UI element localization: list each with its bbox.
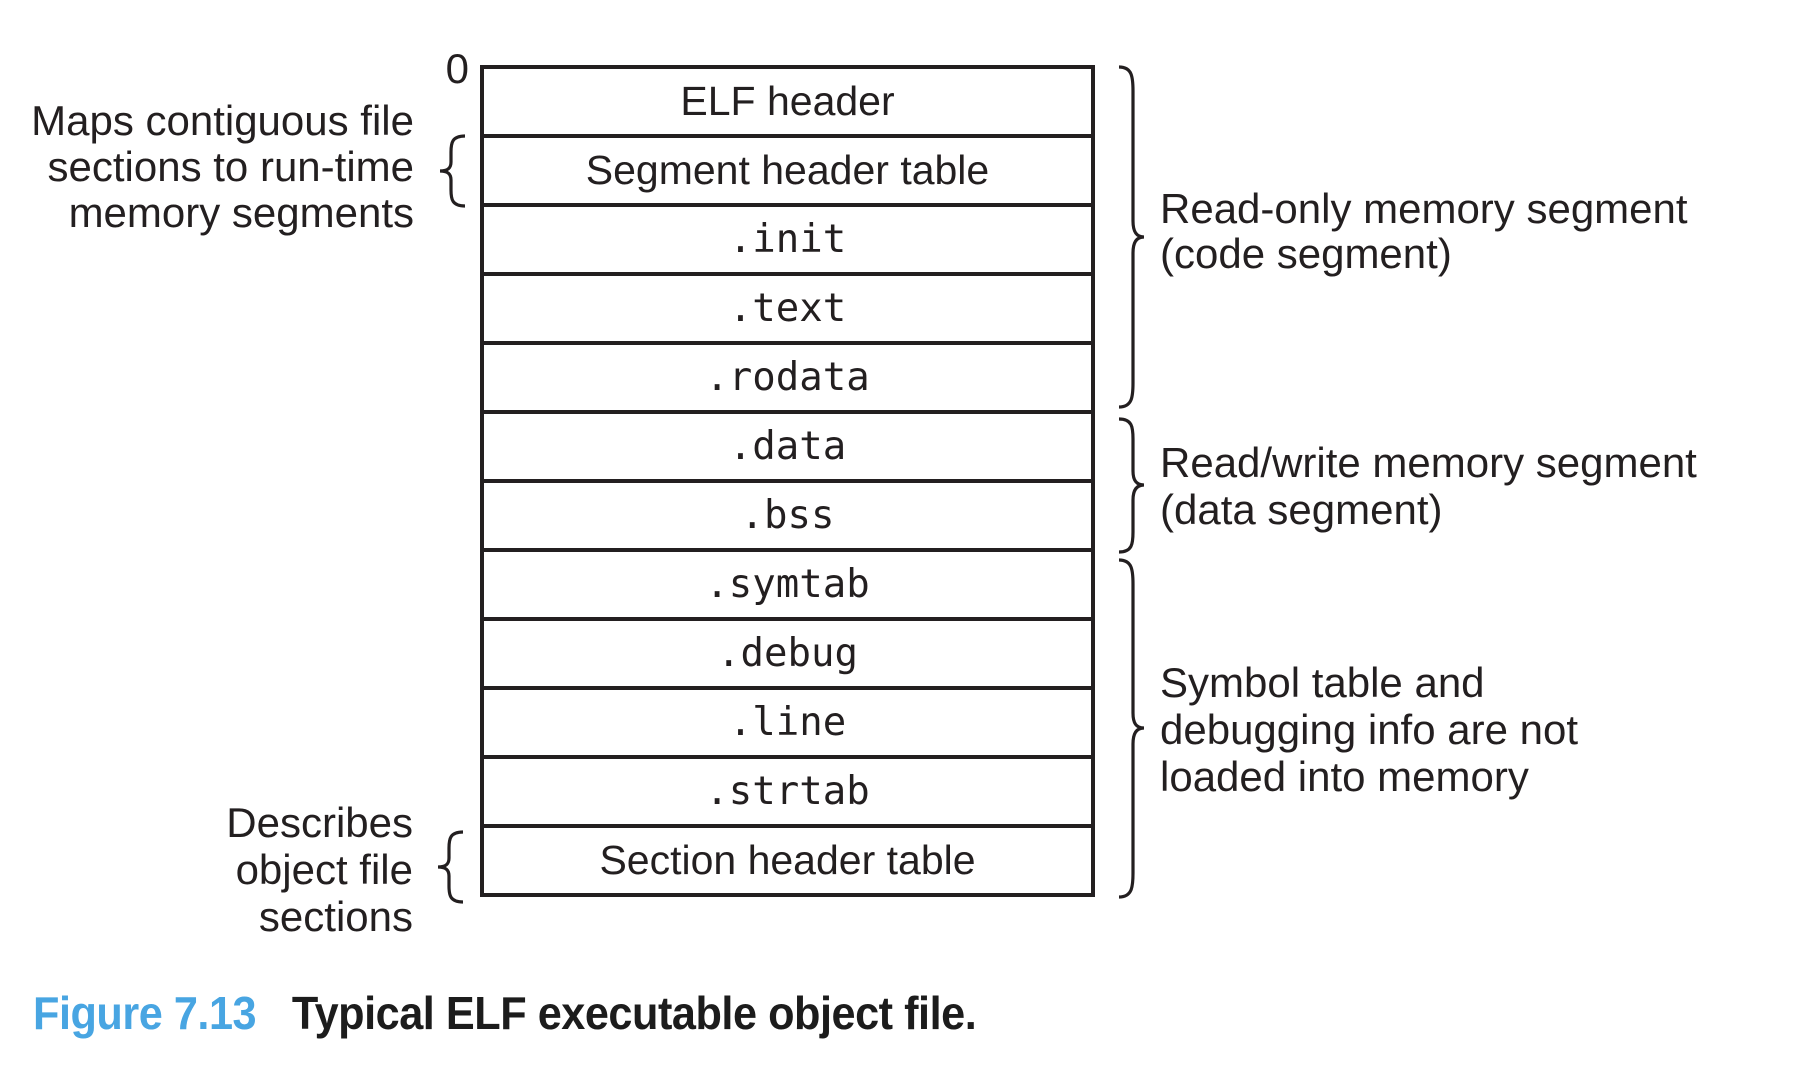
annotation-read-only-segment: Read-only memory segment (code segment) <box>1160 186 1688 276</box>
annotation-line: Describes <box>226 799 413 846</box>
row-segment-header-table: Segment header table <box>484 138 1091 207</box>
right-brace-symbol-table-icon <box>1116 558 1146 899</box>
row-text-label: .text <box>728 286 847 331</box>
annotation-line: (data segment) <box>1160 486 1443 533</box>
row-debug-label: .debug <box>717 631 858 676</box>
row-rodata: .rodata <box>484 345 1091 414</box>
row-bss: .bss <box>484 483 1091 552</box>
figure-caption-number: Figure 7.13 <box>33 987 257 1039</box>
row-line: .line <box>484 690 1091 759</box>
annotation-line: sections to run-time <box>47 143 414 190</box>
annotation-read-write-segment: Read/write memory segment (data segment) <box>1160 439 1697 533</box>
row-line-label: .line <box>728 700 847 745</box>
row-strtab: .strtab <box>484 759 1091 828</box>
annotation-line: Read/write memory segment <box>1160 439 1697 486</box>
row-init-label: .init <box>728 217 847 262</box>
annotation-line: sections <box>258 893 413 940</box>
right-brace-read-write-icon <box>1116 417 1146 554</box>
figure-caption-text: Typical ELF executable object file. <box>291 987 977 1039</box>
annotation-line: Maps contiguous file <box>31 97 414 144</box>
row-data-label: .data <box>728 424 847 469</box>
row-bss-label: .bss <box>740 493 835 538</box>
left-brace-segment-header-icon <box>438 134 468 208</box>
annotation-line: Read-only memory segment <box>1160 185 1688 232</box>
annotation-line: memory segments <box>68 189 414 236</box>
row-init: .init <box>484 207 1091 276</box>
offset-zero-label: 0 <box>445 45 469 92</box>
annotation-line: (code segment) <box>1160 230 1452 277</box>
row-data: .data <box>484 414 1091 483</box>
row-section-header-table-label: Section header table <box>599 837 976 883</box>
elf-file-stack: ELF header Segment header table .init .t… <box>480 65 1095 897</box>
annotation-maps-contiguous: Maps contiguous file sections to run-tim… <box>0 98 414 236</box>
row-symtab-label: .symtab <box>705 562 870 607</box>
annotation-line: Symbol table and <box>1160 659 1485 706</box>
row-strtab-label: .strtab <box>705 769 870 814</box>
annotation-describes-sections: Describes object file sections <box>0 799 413 940</box>
annotation-symbol-table: Symbol table and debugging info are not … <box>1160 659 1578 800</box>
row-debug: .debug <box>484 621 1091 690</box>
annotation-line: loaded into memory <box>1160 753 1529 800</box>
annotation-line: debugging info are not <box>1160 706 1579 753</box>
row-elf-header-label: ELF header <box>680 78 895 124</box>
row-rodata-label: .rodata <box>705 355 870 400</box>
row-segment-header-table-label: Segment header table <box>585 147 990 193</box>
right-brace-read-only-icon <box>1116 65 1146 409</box>
row-text: .text <box>484 276 1091 345</box>
row-section-header-table: Section header table <box>484 828 1091 893</box>
left-brace-section-header-icon <box>436 830 466 904</box>
annotation-line: object file <box>235 846 413 893</box>
figure-caption: Figure 7.13 Typical ELF executable object… <box>33 986 977 1040</box>
row-symtab: .symtab <box>484 552 1091 621</box>
row-elf-header: ELF header <box>484 69 1091 138</box>
